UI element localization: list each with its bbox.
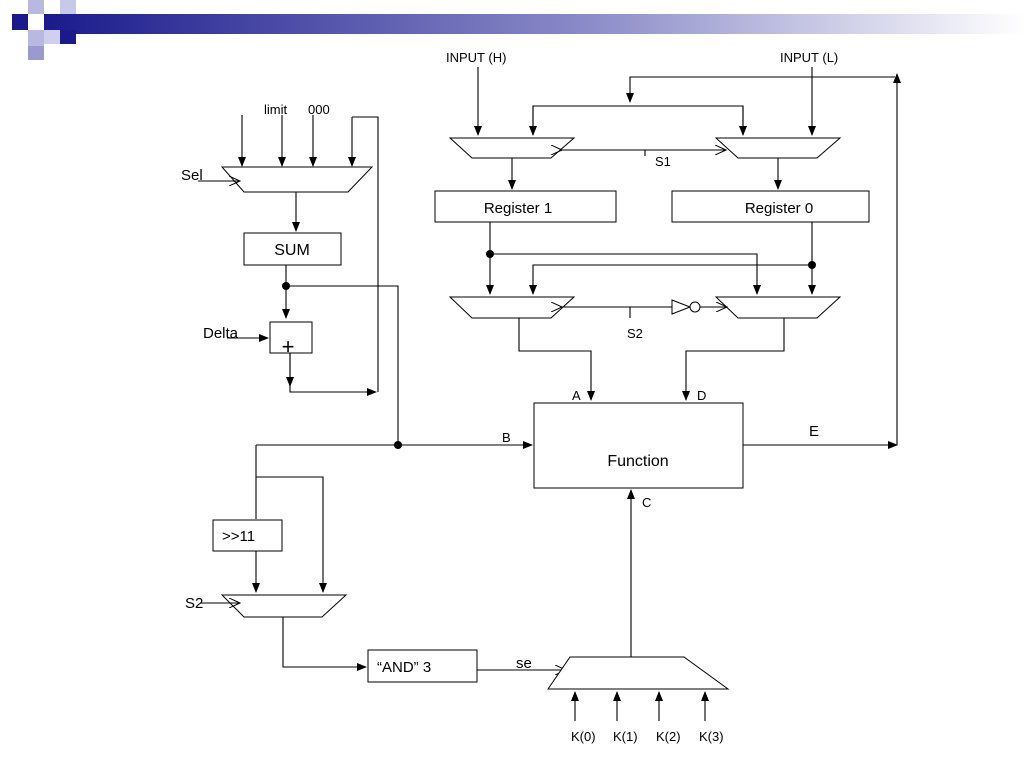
wire-a xyxy=(518,318,595,401)
label-d: D xyxy=(697,388,706,403)
and3-label: “AND” 3 xyxy=(377,659,431,676)
mux-a-select xyxy=(448,296,576,319)
inverter xyxy=(671,299,692,315)
adder-block xyxy=(269,321,313,354)
mux-d-select xyxy=(714,296,842,319)
header-square-light-1 xyxy=(28,0,44,14)
label-b: B xyxy=(502,430,511,445)
label-sel: Sel xyxy=(181,167,203,184)
function-label: Function xyxy=(607,453,668,470)
mux-shift-select xyxy=(220,594,348,618)
label-limit: limit xyxy=(264,102,287,117)
wire-feedback-loop xyxy=(352,116,379,392)
register-1-label: Register 1 xyxy=(484,200,552,217)
and3-block xyxy=(367,649,478,683)
wire-sum-to-b xyxy=(286,285,399,445)
mux-input-l xyxy=(714,137,842,159)
sum-register xyxy=(243,232,342,266)
header-square-light-3 xyxy=(44,30,60,44)
wire-mux2-to-and xyxy=(282,617,367,671)
header-gradient-bar xyxy=(44,14,1024,34)
label-k2: K(2) xyxy=(656,729,681,744)
header-square-light-2 xyxy=(28,30,44,46)
mux-select-sum xyxy=(220,166,374,193)
label-s2-left: S2 xyxy=(185,595,203,612)
label-delta: Delta xyxy=(203,325,239,342)
wire-reg0-to-mux-a xyxy=(529,264,812,295)
sum-label: SUM xyxy=(274,242,310,259)
label-k0: K(0) xyxy=(571,729,596,744)
label-s2: S2 xyxy=(627,326,643,341)
slide-header-decoration xyxy=(12,0,1024,60)
header-square-mid xyxy=(60,0,76,14)
label-s1: S1 xyxy=(655,154,671,169)
wire-adder-out xyxy=(289,353,377,396)
wire-b-to-mux2 xyxy=(256,476,327,593)
wire-feedback-split xyxy=(532,105,744,135)
mux-k-select xyxy=(547,656,730,690)
label-input-h: INPUT (H) xyxy=(446,50,506,65)
wire-feedback-top xyxy=(626,76,895,103)
header-square-light-4 xyxy=(28,46,44,60)
label-input-l: INPUT (L) xyxy=(780,50,838,65)
register-1 xyxy=(434,190,617,223)
register-0 xyxy=(671,190,870,223)
header-square-dark xyxy=(12,14,28,30)
label-k3: K(3) xyxy=(699,729,724,744)
mux-input-h xyxy=(448,137,576,159)
label-k1: K(1) xyxy=(613,729,638,744)
function-block xyxy=(533,402,744,489)
shift-block xyxy=(212,519,283,552)
shift-label: >>11 xyxy=(222,528,255,545)
header-square-mid-2 xyxy=(60,30,76,44)
wire-reg1-to-mux-d xyxy=(490,253,761,295)
label-a: A xyxy=(572,388,581,403)
register-0-label: Register 0 xyxy=(745,200,813,217)
label-e: E xyxy=(809,423,819,440)
adder-plus: + xyxy=(282,334,295,359)
inverter-bubble xyxy=(689,301,701,313)
label-c: C xyxy=(642,495,651,510)
label-zero: 000 xyxy=(308,102,330,117)
wire-d xyxy=(682,318,785,401)
label-se: se xyxy=(516,655,532,672)
